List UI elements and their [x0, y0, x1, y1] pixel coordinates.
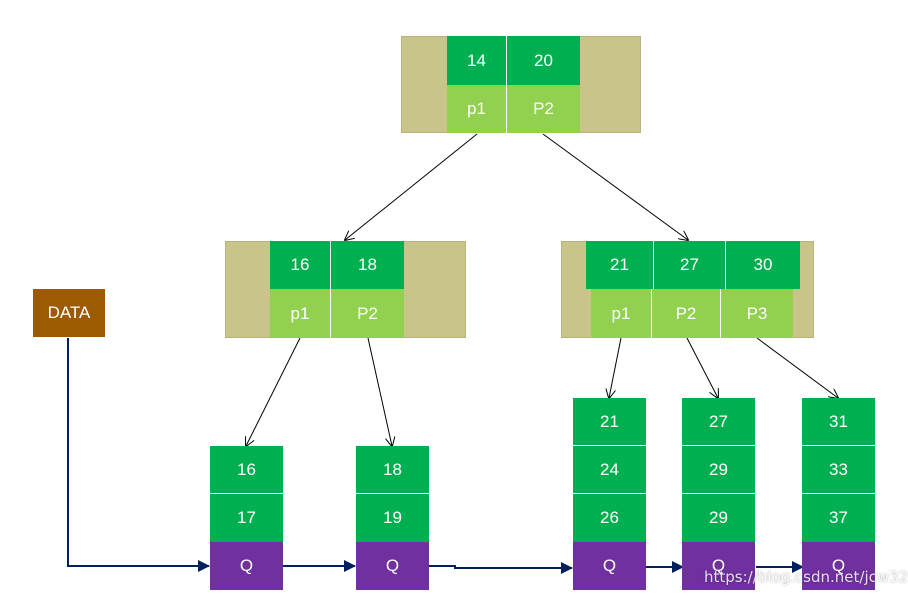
leaf-2-key-1: 18 [356, 446, 429, 494]
internal-left-pointer-1: p1 [270, 289, 331, 338]
root-pointer-1: p1 [447, 85, 507, 133]
leaf-3-key-3: 26 [573, 494, 646, 542]
internal-right-pointer-1: p1 [591, 289, 652, 338]
leaf-4-key-1: 27 [682, 398, 755, 446]
edge-left-p1 [246, 337, 301, 446]
leaf-2-key-2: 19 [356, 494, 429, 542]
internal-right-key-2: 27 [654, 241, 726, 289]
edge-root-p1 [345, 133, 478, 240]
leaf-5-key-2: 33 [802, 446, 875, 494]
internal-right-key-3: 30 [726, 241, 800, 289]
root-pointer-2: P2 [507, 85, 580, 133]
leaf-5-link: Q [802, 542, 875, 590]
internal-left-pointer-2: P2 [331, 289, 404, 338]
leaf-2-link: Q [356, 542, 429, 590]
leaf-3-key-1: 21 [573, 398, 646, 446]
leaf-5-key-1: 31 [802, 398, 875, 446]
edge-data-to-leaf [67, 338, 210, 572]
internal-left-key-2: 18 [331, 241, 404, 289]
leaf-4-key-3: 29 [682, 494, 755, 542]
leaf-1-key-1: 16 [210, 446, 283, 494]
root-key-1: 14 [447, 36, 507, 85]
leaf-1-link: Q [210, 542, 283, 590]
leaf-4-key-2: 29 [682, 446, 755, 494]
watermark-text: https://blog.csdn.net/jcw321 [704, 568, 908, 586]
internal-right-pointer-2: P2 [652, 289, 721, 338]
internal-left-key-1: 16 [270, 241, 331, 289]
internal-right-pointer-3: P3 [721, 289, 793, 338]
root-key-2: 20 [507, 36, 580, 85]
leaf-4-link: Q [682, 542, 755, 590]
edge-left-p2 [367, 337, 392, 446]
internal-right-key-1: 21 [586, 241, 654, 289]
edge-leaf2-leaf3 [429, 562, 573, 574]
leaf-3-link: Q [573, 542, 646, 590]
leaf-1-key-2: 17 [210, 494, 283, 542]
edge-root-p2 [542, 133, 688, 240]
edge-right-p3 [756, 337, 838, 398]
leaf-5-key-3: 37 [802, 494, 875, 542]
data-box: DATA [33, 289, 105, 337]
leaf-3-key-2: 24 [573, 446, 646, 494]
edge-right-p1 [609, 337, 622, 398]
edge-right-p2 [686, 337, 718, 398]
